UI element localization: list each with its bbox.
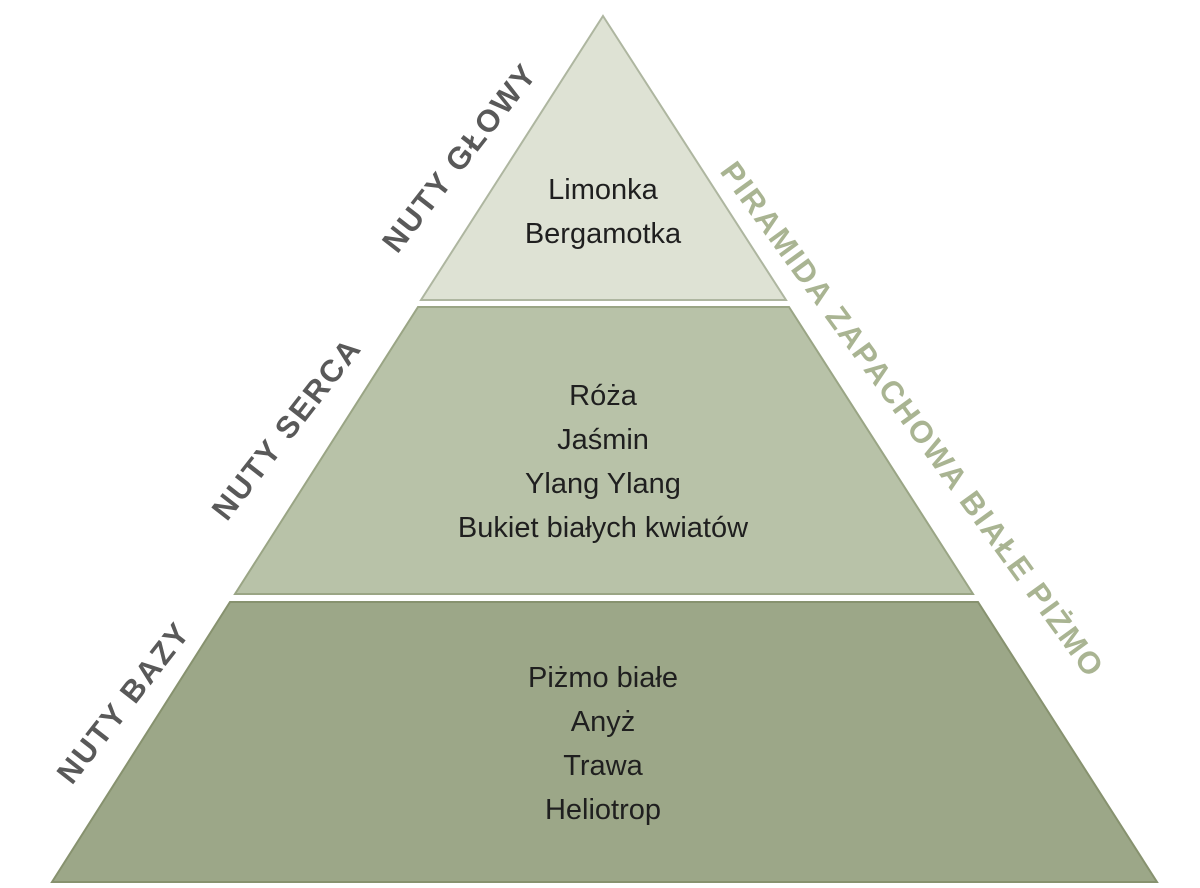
note-line: Heliotrop (544, 794, 662, 826)
note-line: Bergamotka (524, 218, 682, 250)
tier-middle-notes: Róża Jaśmin Ylang Ylang Bukiet białych k… (458, 374, 748, 550)
note-line: Piżmo białe (528, 662, 678, 694)
note-line: Bukiet białych kwiatów (457, 512, 749, 544)
note-line: Trawa (563, 750, 643, 782)
tier-bottom-shape (50, 601, 1159, 883)
note-line: Ylang Ylang (525, 468, 681, 500)
note-line: Róża (569, 380, 637, 412)
note-line: Anyż (570, 706, 636, 738)
note-line: Jaśmin (557, 424, 649, 456)
tier-top-notes: Limonka Bergamotka (525, 168, 681, 256)
note-line: Limonka (548, 174, 658, 206)
tier-middle-shape (233, 306, 975, 595)
tier-bottom-notes: Piżmo białe Anyż Trawa Heliotrop (528, 656, 678, 832)
tier-top-shape (419, 14, 788, 301)
